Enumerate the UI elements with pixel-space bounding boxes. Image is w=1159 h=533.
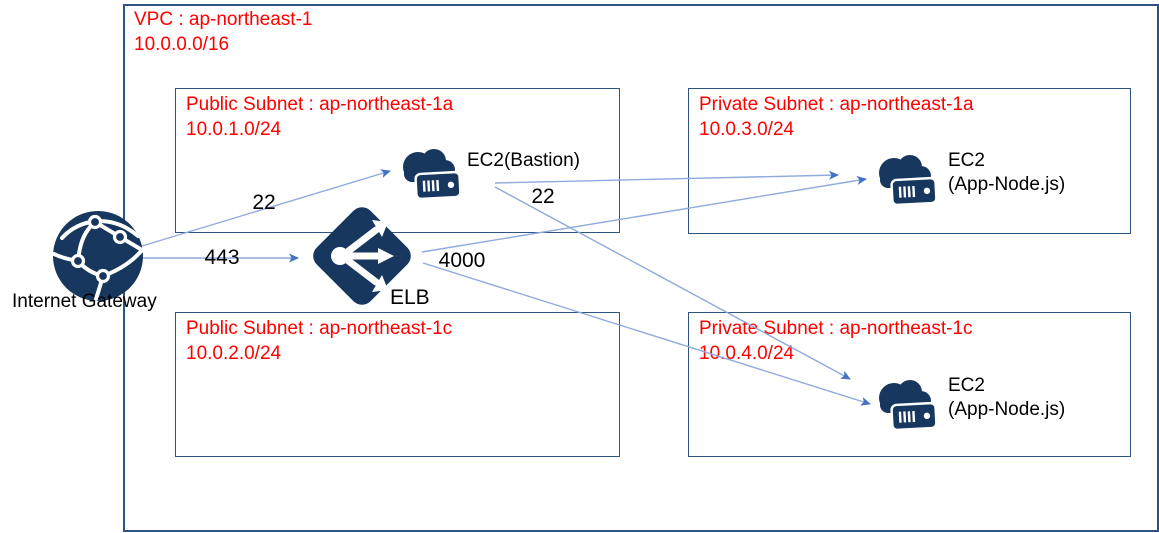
subnet-cidr: 10.0.2.0/24 bbox=[186, 343, 282, 364]
vpc-label: VPC : ap-northeast-1 10.0.0.0/16 bbox=[134, 7, 312, 57]
elb-icon bbox=[302, 196, 422, 316]
subnet-cidr: 10.0.1.0/24 bbox=[186, 119, 282, 140]
ec2-app-1c-label-line2: (App-Node.js) bbox=[948, 399, 1066, 420]
public-subnet-1c-box: Public Subnet : ap-northeast-1c 10.0.2.0… bbox=[175, 312, 620, 457]
elb-label: ELB bbox=[390, 286, 430, 309]
ec2-app-1a-label: EC2 (App-Node.js) bbox=[948, 149, 1065, 197]
subnet-cidr: 10.0.4.0/24 bbox=[699, 343, 795, 364]
ec2-app-1c-icon bbox=[872, 377, 940, 437]
subnet-title: Private Subnet : ap-northeast-1c bbox=[699, 318, 973, 339]
public-subnet-1a-box: Public Subnet : ap-northeast-1a 10.0.1.0… bbox=[175, 88, 620, 233]
port-label-igw-bastion: 22 bbox=[252, 191, 276, 214]
port-label-bastion-apps: 22 bbox=[531, 185, 555, 208]
ec2-app-1c-label-line1: EC2 bbox=[948, 375, 985, 396]
ec2-bastion-label: EC2(Bastion) bbox=[467, 150, 580, 171]
ec2-app-1a-label-line2: (App-Node.js) bbox=[948, 174, 1066, 195]
port-label-igw-elb: 443 bbox=[204, 246, 240, 269]
private-subnet-1a-box: Private Subnet : ap-northeast-1a 10.0.3.… bbox=[688, 88, 1131, 234]
public-subnet-1a-label: Public Subnet : ap-northeast-1a 10.0.1.0… bbox=[186, 92, 453, 142]
ec2-app-1c-label: EC2 (App-Node.js) bbox=[948, 374, 1065, 422]
internet-gateway-label: Internet Gateway bbox=[12, 291, 157, 312]
ec2-bastion-icon bbox=[396, 146, 464, 206]
public-subnet-1c-label: Public Subnet : ap-northeast-1c 10.0.2.0… bbox=[186, 316, 452, 366]
subnet-cidr: 10.0.3.0/24 bbox=[699, 119, 795, 140]
ec2-app-1a-icon bbox=[872, 152, 940, 212]
internet-gateway-icon bbox=[50, 210, 146, 302]
private-subnet-1a-label: Private Subnet : ap-northeast-1a 10.0.3.… bbox=[699, 92, 974, 142]
ec2-app-1a-label-line1: EC2 bbox=[948, 150, 985, 171]
subnet-title: Public Subnet : ap-northeast-1c bbox=[186, 318, 453, 339]
private-subnet-1c-label: Private Subnet : ap-northeast-1c 10.0.4.… bbox=[699, 316, 973, 366]
vpc-title: VPC : ap-northeast-1 bbox=[134, 9, 313, 30]
port-label-elb-apps: 4000 bbox=[438, 249, 486, 272]
subnet-title: Public Subnet : ap-northeast-1a bbox=[186, 94, 454, 115]
subnet-title: Private Subnet : ap-northeast-1a bbox=[699, 94, 974, 115]
vpc-cidr: 10.0.0.0/16 bbox=[134, 34, 230, 55]
